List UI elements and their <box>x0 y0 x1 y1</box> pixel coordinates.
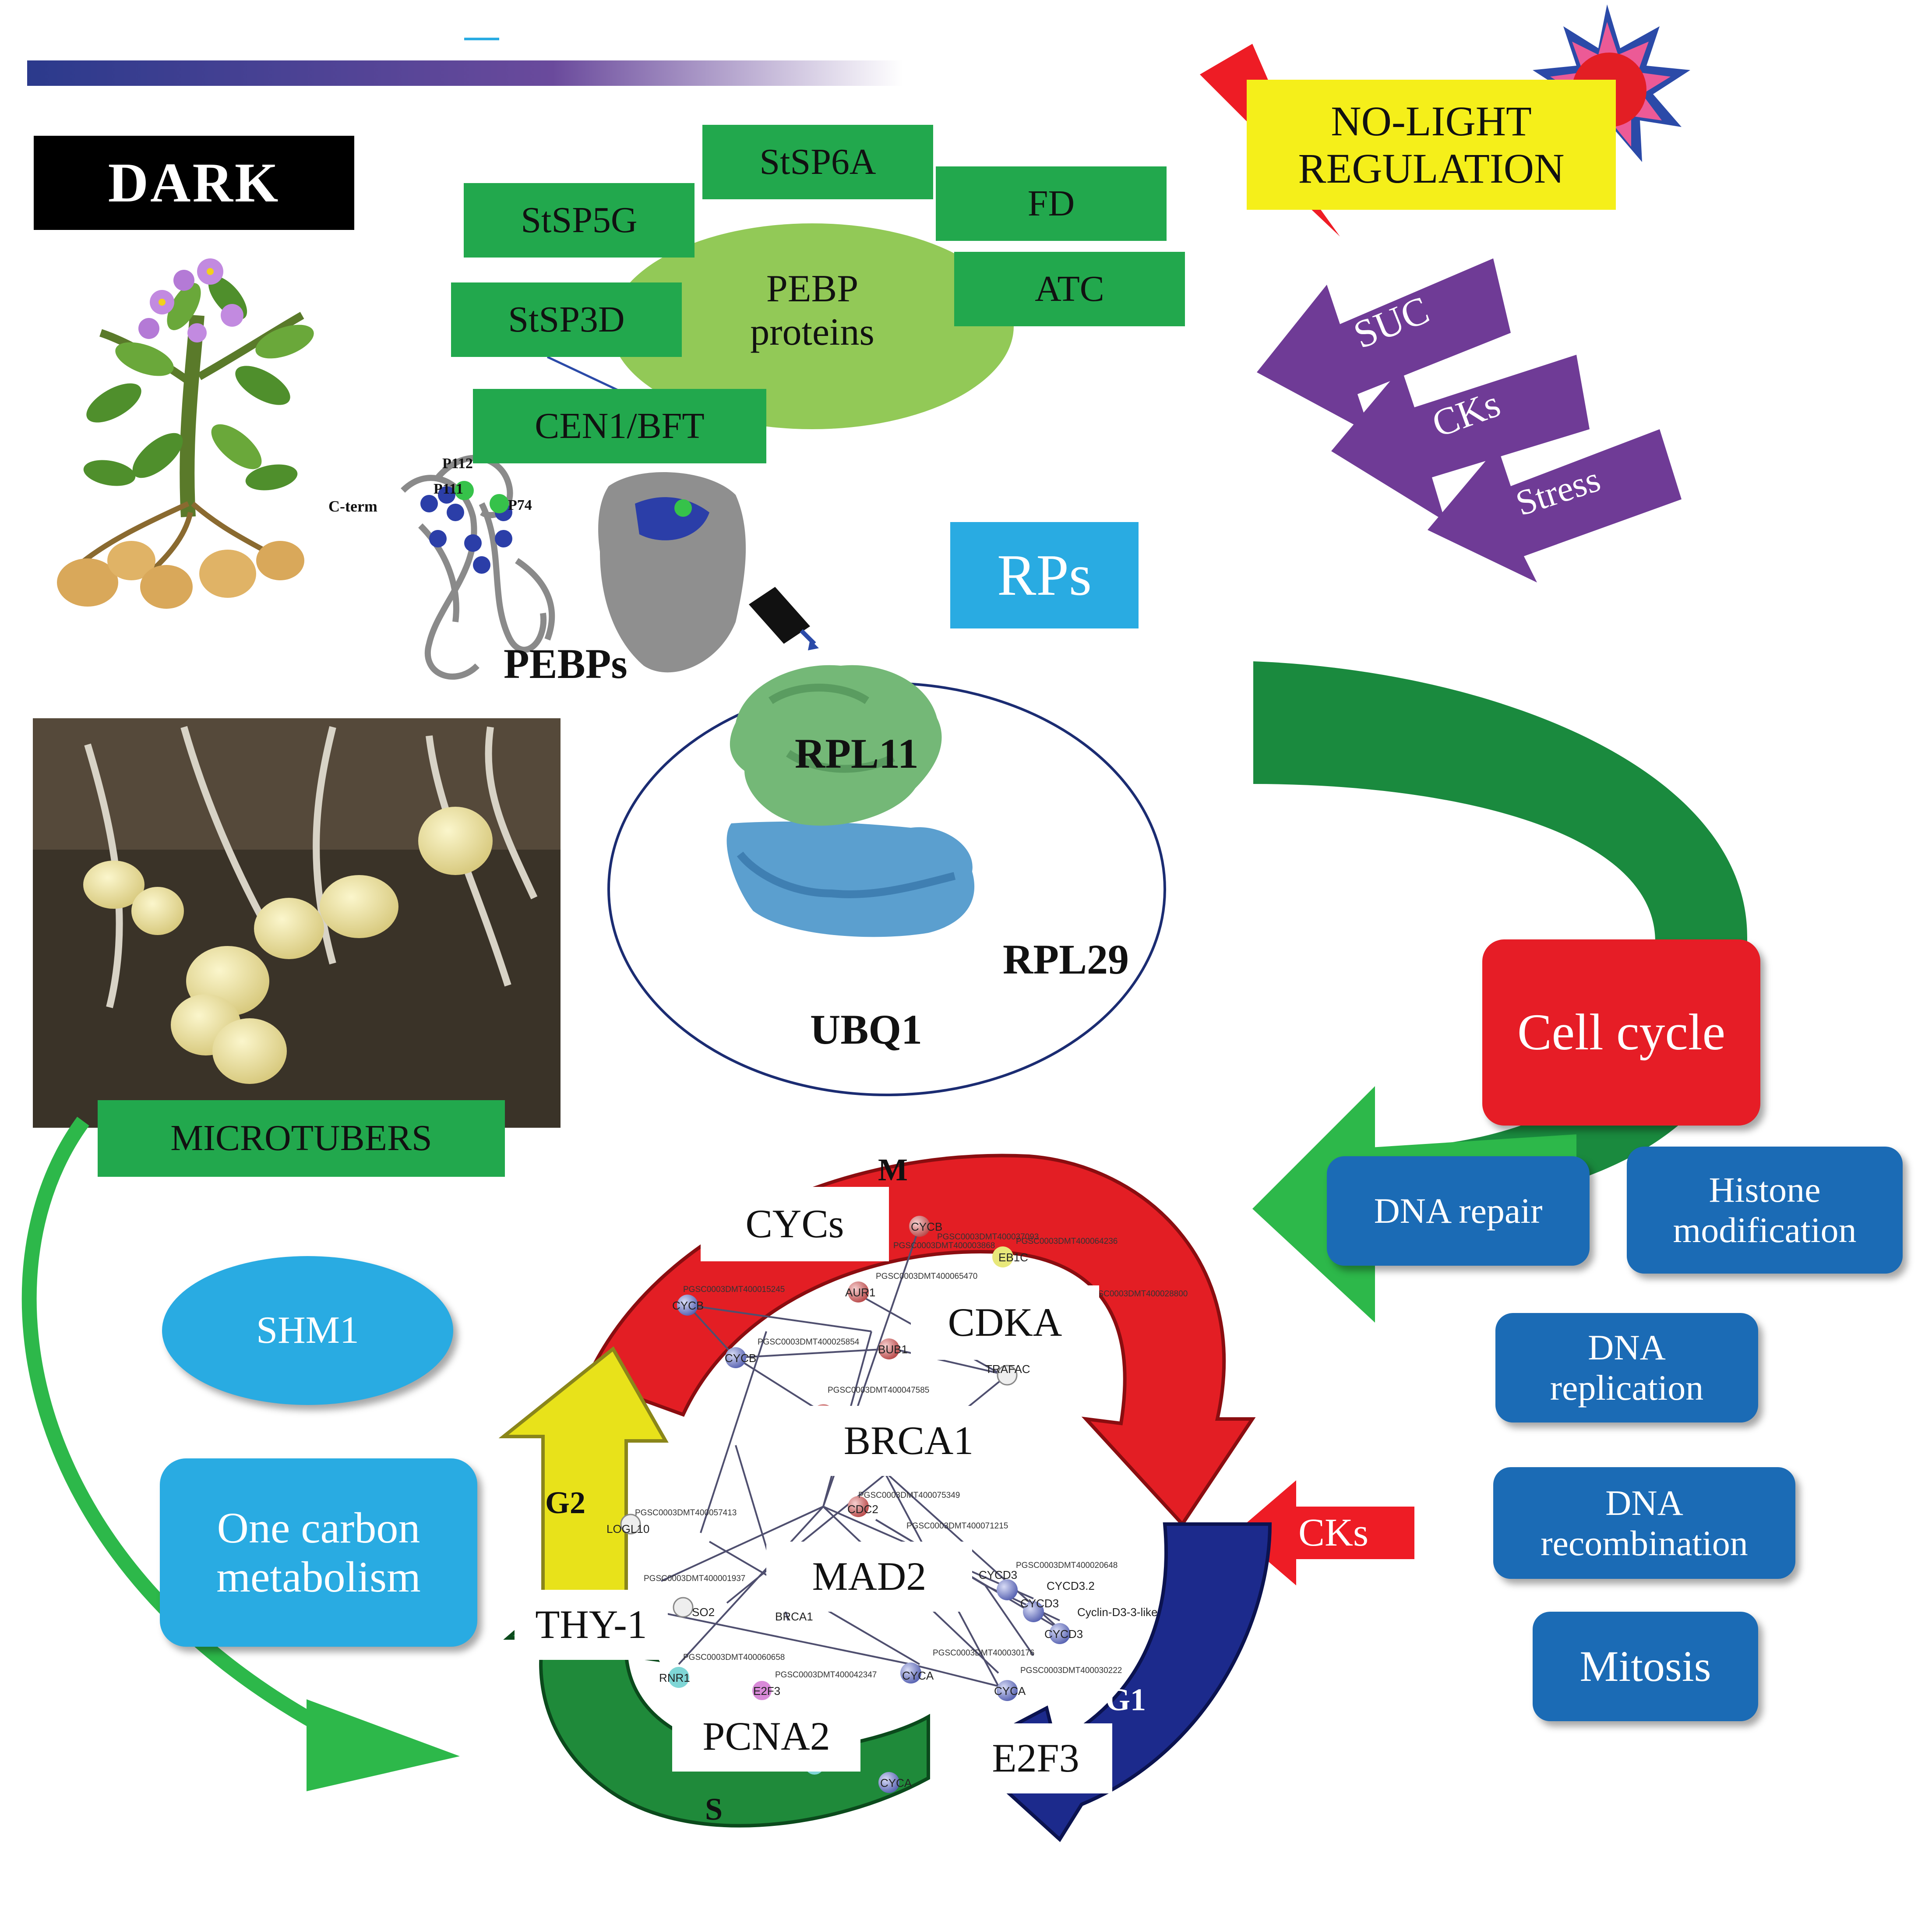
svg-text:PGSC0003DMT400037093: PGSC0003DMT400037093 <box>937 1232 1039 1242</box>
svg-text:CYCD3: CYCD3 <box>979 1568 1017 1581</box>
svg-text:CYCA: CYCA <box>902 1669 934 1682</box>
cell-cycle-box: Cell cycle <box>1482 939 1760 1126</box>
svg-text:LOGL10: LOGL10 <box>606 1522 649 1535</box>
cks-arrow-label: CKs <box>1298 1511 1369 1554</box>
svg-text:CYCD3: CYCD3 <box>1044 1627 1083 1641</box>
phase-s-label: S <box>705 1792 723 1827</box>
svg-text:CYCA: CYCA <box>880 1776 912 1790</box>
svg-text:E2F3: E2F3 <box>753 1684 780 1698</box>
svg-text:PGSC0003DMT400047585: PGSC0003DMT400047585 <box>828 1386 929 1395</box>
ubq1-label: UBQ1 <box>810 1006 923 1053</box>
pebp-member-cen1-bft: CEN1/BFT <box>473 389 766 463</box>
process-mitosis: Mitosis <box>1533 1612 1758 1721</box>
svg-text:EB1C: EB1C <box>998 1251 1028 1264</box>
shm1-ellipse: SHM1 <box>162 1256 453 1405</box>
pebp-ribbon-structure <box>401 455 555 680</box>
pebp-member-fd: FD <box>936 166 1167 241</box>
pebp-member-atc: ATC <box>954 252 1185 326</box>
microtubers-photo <box>33 718 561 1128</box>
svg-text:PGSC0003DMT400020648: PGSC0003DMT400020648 <box>1016 1561 1118 1570</box>
process-dna-repair: DNA repair <box>1327 1156 1590 1266</box>
phase-g2-label: G2 <box>545 1485 586 1520</box>
microtubers-arrow <box>21 1116 341 1741</box>
svg-text:PGSC0003DMT400028800: PGSC0003DMT400028800 <box>1086 1289 1188 1299</box>
svg-text:CYCB: CYCB <box>672 1299 704 1312</box>
svg-text:PGSC0003DMT400001937: PGSC0003DMT400001937 <box>644 1574 745 1583</box>
process-histone-modification: Histone modification <box>1627 1147 1903 1274</box>
gene-label-pcna2: PCNA2 <box>672 1701 860 1772</box>
svg-text:PGSC0003DMT400030222: PGSC0003DMT400030222 <box>1020 1666 1122 1675</box>
condition-title: DARK <box>34 136 354 230</box>
svg-text:PGSC0003DMT400075349: PGSC0003DMT400075349 <box>858 1491 960 1500</box>
svg-text:Cyclin-D3-3-like: Cyclin-D3-3-like <box>1077 1606 1157 1619</box>
network-node-ids: PGSC0003DMT400037093 PGSC0003DMT40006423… <box>635 1232 1188 1680</box>
svg-text:PGSC0003DMT400030176: PGSC0003DMT400030176 <box>933 1648 1034 1658</box>
structure-label-c-term: C-term <box>328 498 377 515</box>
svg-text:CYCD3.2: CYCD3.2 <box>1047 1579 1095 1592</box>
gene-label-cdka: CDKA <box>911 1285 1099 1360</box>
svg-text:PGSC0003DMT400042347: PGSC0003DMT400042347 <box>775 1670 877 1680</box>
phase-m-label: M <box>878 1152 908 1187</box>
process-dna-recombination: DNA recombination <box>1493 1467 1795 1579</box>
svg-text:PGSC0003DMT400003868: PGSC0003DMT400003868 <box>893 1241 995 1250</box>
gene-label-thy1: THY-1 <box>515 1590 668 1660</box>
pebp-member-stsp5g: StSP5G <box>464 183 695 258</box>
pebp-ribbon-residues <box>420 481 512 574</box>
svg-text:CYCD3: CYCD3 <box>1020 1597 1059 1610</box>
cks-arrow <box>1235 1480 1414 1585</box>
svg-text:TRAFAC: TRAFAC <box>985 1362 1030 1376</box>
pebp-member-stsp6a: StSP6A <box>702 125 933 199</box>
svg-text:PGSC0003DMT400025854: PGSC0003DMT400025854 <box>758 1338 860 1347</box>
pebp-surface-structure <box>598 472 746 673</box>
gene-label-mad2: MAD2 <box>766 1542 972 1612</box>
ribosome-illustration <box>726 665 975 937</box>
svg-text:RNR1: RNR1 <box>659 1671 690 1684</box>
pebps-caption: PEBPs <box>504 640 628 687</box>
gene-label-e2f3: E2F3 <box>959 1723 1112 1793</box>
structure-label-p74: P74 <box>508 497 532 513</box>
gene-label-cycs: CYCs <box>701 1187 889 1261</box>
svg-text:PGSC0003DMT400065470: PGSC0003DMT400065470 <box>876 1272 977 1281</box>
svg-text:BUB1: BUB1 <box>878 1343 908 1356</box>
svg-text:PGSC0003DMT400064236: PGSC0003DMT400064236 <box>1016 1237 1118 1246</box>
phase-g1-label: G1 <box>1106 1682 1146 1717</box>
rpl11-label: RPL11 <box>795 730 919 777</box>
rpl29-label: RPL29 <box>1003 936 1129 983</box>
structure-label-p111: P111 <box>434 481 464 497</box>
svg-text:PGSC0003DMT400015245: PGSC0003DMT400015245 <box>683 1285 785 1294</box>
rps-title-box: RPs <box>950 522 1139 628</box>
top-bar <box>27 60 903 86</box>
no-light-regulation-box: NO-LIGHT REGULATION <box>1247 80 1616 210</box>
green-return-arrow <box>1253 661 1747 955</box>
signal-arrows <box>1257 258 1682 582</box>
pebp-ellipse <box>611 223 1014 429</box>
svg-text:PGSC0003DMT400071215: PGSC0003DMT400071215 <box>906 1521 1008 1531</box>
pebp-center-label: PEBP proteins <box>750 268 874 353</box>
one-carbon-metabolism-box: One carbon metabolism <box>160 1458 477 1647</box>
svg-text:CDC2: CDC2 <box>847 1503 878 1516</box>
process-dna-replication: DNA replication <box>1495 1313 1758 1422</box>
svg-text:CYCB: CYCB <box>911 1220 942 1233</box>
potato-plant-illustration <box>57 258 314 609</box>
camera-icon <box>749 587 819 650</box>
gene-label-brca1: BRCA1 <box>801 1406 1016 1476</box>
svg-text:PGSC0003DMT400060658: PGSC0003DMT400060658 <box>683 1653 785 1662</box>
svg-text:CYCB: CYCB <box>725 1352 756 1365</box>
structure-label-p112: P112 <box>442 455 473 472</box>
svg-text:SO2: SO2 <box>692 1606 715 1619</box>
svg-text:CYCA: CYCA <box>994 1684 1026 1698</box>
svg-text:PGSC0003DMT400057413: PGSC0003DMT400057413 <box>635 1508 737 1518</box>
pebp-member-stsp3d: StSP3D <box>451 282 682 357</box>
microtubers-label: MICROTUBERS <box>98 1100 505 1177</box>
svg-text:BRCA1: BRCA1 <box>775 1610 813 1623</box>
svg-text:AUR1: AUR1 <box>845 1286 875 1299</box>
